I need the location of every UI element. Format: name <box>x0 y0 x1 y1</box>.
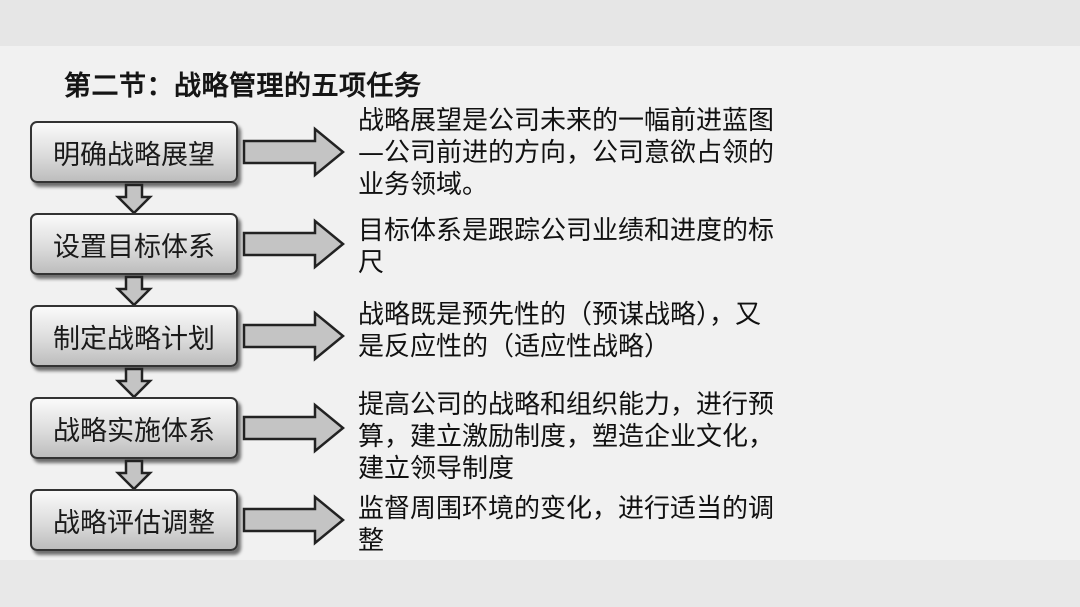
right-arrow-icon-2 <box>242 218 345 270</box>
step-label-1: 明确战略展望 <box>53 139 215 171</box>
right-arrow-icon-5 <box>242 494 345 546</box>
step-label-4: 战略实施体系 <box>53 415 215 447</box>
step-box-4: 战略实施体系 <box>30 397 238 459</box>
step-description-1: 战略展望是公司未来的一幅前进蓝图—公司前进的方向，公司意欲占领的业务领域。 <box>358 106 775 200</box>
background-band-top <box>0 0 1080 46</box>
step-label-5: 战略评估调整 <box>53 507 215 539</box>
right-arrow-icon-1 <box>242 126 345 178</box>
slide-title: 第二节：战略管理的五项任务 <box>64 71 422 102</box>
step-label-2: 设置目标体系 <box>53 231 215 263</box>
step-description-5: 监督周围环境的变化，进行适当的调整 <box>358 494 775 556</box>
step-description-2: 目标体系是跟踪公司业绩和进度的标尺 <box>358 216 775 278</box>
down-arrow-icon-2 <box>114 275 154 307</box>
step-label-3: 制定战略计划 <box>53 323 215 355</box>
down-arrow-icon-4 <box>114 459 154 491</box>
step-box-3: 制定战略计划 <box>30 305 238 367</box>
step-description-3: 战略既是预先性的（预谋战略），又是反应性的（适应性战略） <box>358 300 762 362</box>
right-arrow-icon-4 <box>242 402 345 454</box>
right-arrow-icon-3 <box>242 310 345 362</box>
background-band-bottom <box>0 560 1080 607</box>
step-box-5: 战略评估调整 <box>30 489 238 551</box>
down-arrow-icon-3 <box>114 367 154 399</box>
step-box-2: 设置目标体系 <box>30 213 238 275</box>
step-description-4: 提高公司的战略和组织能力，进行预算，建立激励制度，塑造企业文化，建立领导制度 <box>358 390 775 484</box>
down-arrow-icon-1 <box>114 183 154 215</box>
step-box-1: 明确战略展望 <box>30 121 238 183</box>
